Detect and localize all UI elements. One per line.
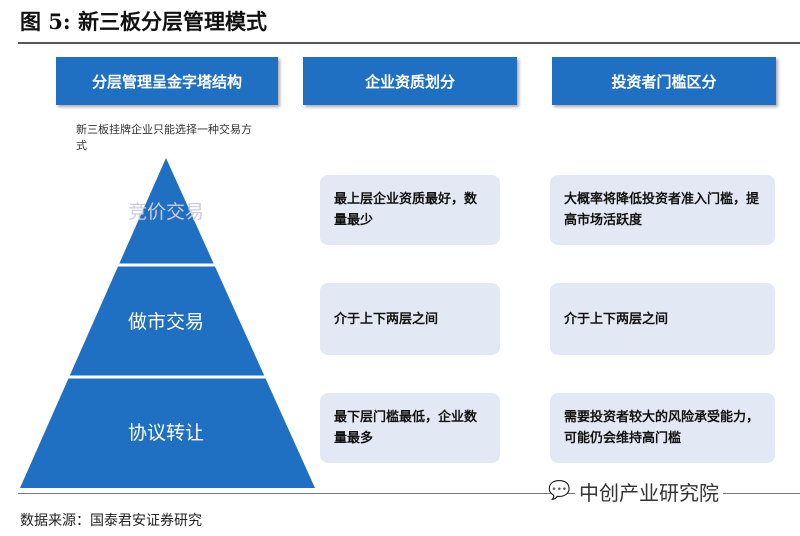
header-pyramid: 分层管理呈金字塔结构 [56,57,278,105]
enterprise-bottom: 最下层门槛最低，企业数量最多 [320,393,500,463]
wechat-icon: 💬 [548,480,571,501]
level-market-making: 做市交易 [127,311,204,333]
level-agreement: 协议转让 [127,422,204,444]
watermark: 中创产业研究院 [575,477,723,506]
footer-divider [18,493,800,494]
investor-bottom: 需要投资者较大的风险承受能力，可能仍会维持高门槛 [550,393,775,463]
enterprise-middle: 介于上下两层之间 [320,283,500,355]
title-divider [18,42,800,44]
investor-top: 大概率将降低投资者准入门槛，提高市场活跃度 [550,175,775,245]
header-investor: 投资者门槛区分 [552,57,776,105]
enterprise-top: 最上层企业资质最好，数量最少 [320,175,500,245]
investor-middle: 介于上下两层之间 [550,283,775,355]
figure-title: 图 5: 新三板分层管理模式 [20,9,267,34]
level-auction: 竞价交易 [127,201,204,223]
source-note: 数据来源：国泰君安证券研究 [20,513,202,529]
pyramid-note: 新三板挂牌企业只能选择一种交易方式 [76,123,252,152]
header-enterprise: 企业资质划分 [303,57,517,105]
pyramid-shape [20,158,315,488]
